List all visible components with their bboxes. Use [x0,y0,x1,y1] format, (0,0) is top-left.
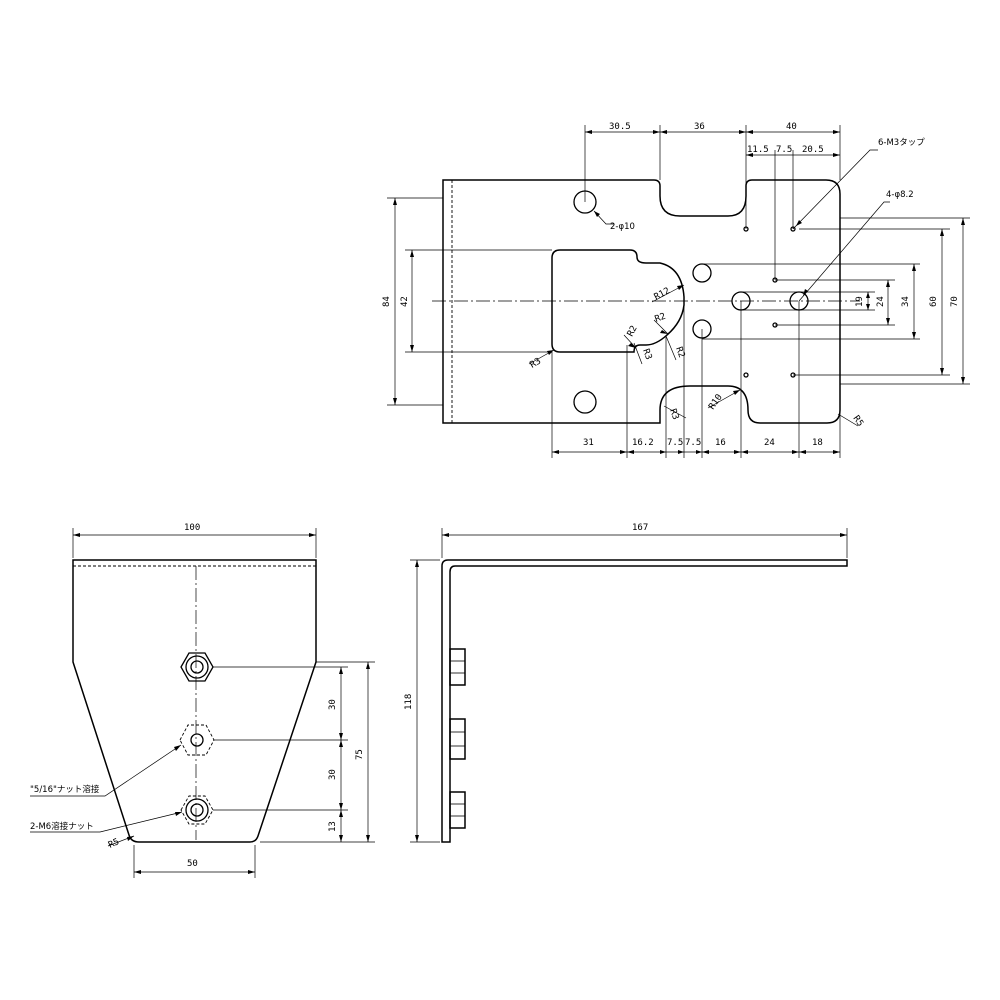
dim-7-5-top: 7.5 [776,145,792,155]
dim-167: 167 [632,523,648,533]
dim-18: 18 [812,438,823,448]
top-dim-lines [585,131,840,156]
dim-84: 84 [382,296,392,307]
top-plate-outline [442,179,841,424]
side-nut-top [449,648,466,686]
radius-r3-b: R3 [529,357,543,371]
dim-7-5-b: 7.5 [685,438,701,448]
dim-100: 100 [184,523,200,533]
dim-50: 50 [187,859,198,869]
note-leader-arrows [594,211,808,296]
side-view: 167 118 [404,523,848,843]
dim-24-right: 24 [876,296,886,307]
arrow-nut-5-16 [174,745,181,751]
dim-30-upper: 30 [328,699,338,710]
dim-40: 40 [786,122,797,132]
arrow-118-bottom [415,835,419,842]
front-bottom-dim [133,845,256,878]
arrow-167-left [442,533,449,537]
dim-31: 31 [583,438,594,448]
radius-r10: R10 [707,393,725,412]
dim-60: 60 [929,296,939,307]
dim-70: 70 [950,296,960,307]
side-angle-outline [441,559,848,843]
dim-30-5: 30.5 [609,122,631,132]
dim-42: 42 [400,296,410,307]
dim-16: 16 [715,438,726,448]
nut-middle [179,724,215,756]
dim-24-bottom: 24 [764,438,775,448]
radius-r5-top: R5 [851,414,865,429]
dim-30-lower: 30 [328,769,338,780]
nut-top [180,652,214,682]
arrow-118-top [415,560,419,567]
top-extension-lines [584,125,841,280]
arrow-167-right [840,533,847,537]
radius-r2-c: R2 [673,346,686,360]
side-length-dim [441,528,848,558]
radius-r3-a: R3 [640,348,653,362]
note-hole-10: 2-φ10 [610,222,635,232]
dim-19: 19 [855,296,865,307]
front-right-dim-arrows [339,662,370,842]
hole-10-bottom [573,390,597,414]
radius-leader-arrows [547,285,740,395]
m3-tap-5 [743,372,749,378]
bottom-dim-arrows [552,450,840,454]
front-right-extension-lines [213,661,375,843]
dim-11-5: 11.5 [747,145,769,155]
radius-leaders [528,284,859,427]
left-extension-lines [387,197,552,406]
left-dim-arrows [393,198,414,405]
dim-13: 13 [328,821,338,832]
radius-r12: R12 [653,286,672,302]
radius-r2-b: R2 [654,312,668,325]
arrow-nut-m6 [175,812,182,816]
nut-bottom [180,795,214,825]
top-view: 30.5 36 40 11.5 7.5 20.5 [382,122,970,458]
radius-r2-a: R2 [626,324,640,338]
arrow-100-right [309,533,316,537]
note-leaders [593,149,890,302]
right-extension-lines [702,217,970,385]
side-nut-bottom [449,791,466,829]
dim-118: 118 [404,694,414,710]
front-view: 100 50 [30,523,375,878]
arrow-50-right [248,870,255,874]
right-dim-arrows [866,218,965,384]
note-nut-5-16: "5/16"ナット溶接 [30,784,100,795]
top-dim-arrows [585,130,840,157]
note-hole-8-2: 4-φ8.2 [886,190,914,200]
radius-r5-front: R5 [107,837,121,851]
radius-r3-c: R3 [667,408,680,422]
dim-7-5-a: 7.5 [667,438,683,448]
side-nut-middle [449,718,466,760]
front-width-dim [72,528,317,558]
note-m3-tap: 6-M3タップ [878,138,925,148]
dim-75: 75 [355,749,365,760]
left-dim-lines [394,198,413,405]
arrow-50-left [134,870,141,874]
dim-36: 36 [694,122,705,132]
arrow-100-left [73,533,80,537]
dim-20-5: 20.5 [802,145,824,155]
dim-34: 34 [901,296,911,307]
bottom-extension-lines [551,301,841,458]
arrow-r5-front [127,836,134,841]
inner-cutout [551,249,685,353]
note-nut-m6: 2-M6溶接ナット [30,821,94,832]
side-height-dim [410,559,440,843]
dim-16-2: 16.2 [632,438,654,448]
hole-8-2-a [692,263,712,283]
